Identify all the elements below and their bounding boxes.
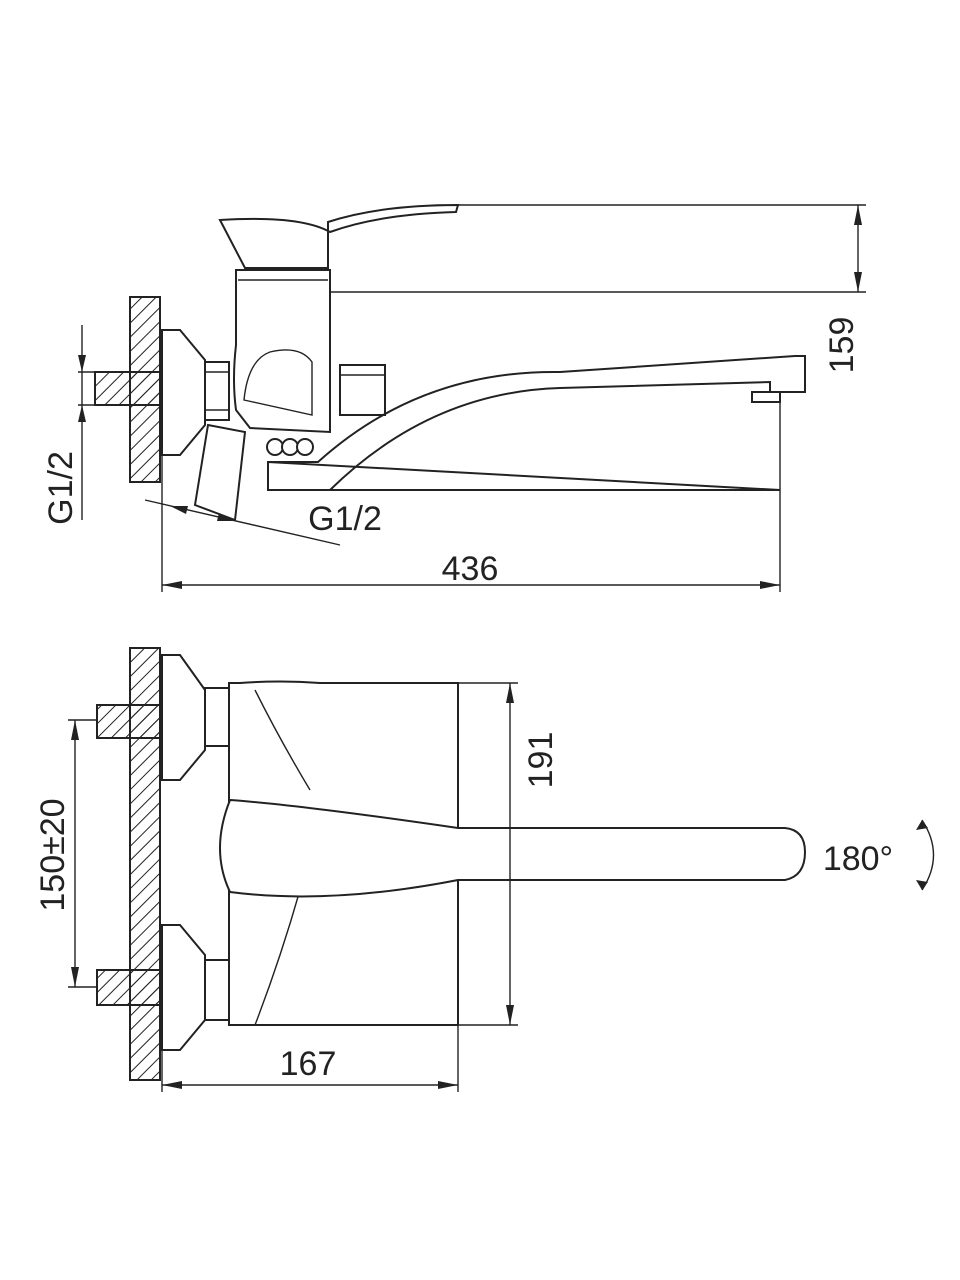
center-distance-dimension: 150±20 [34,798,72,911]
height-dimension: 159 [823,317,861,374]
upper-nut [204,687,230,747]
lower-inlet-pipe [96,969,161,1006]
lower-escutcheon [161,924,206,1051]
aerator [751,391,781,403]
lever-handle [219,798,807,898]
spout [267,355,806,491]
side-view: 159 436 G1/2 G1/2 [42,203,866,592]
diverter-knob [339,364,386,416]
rotation-label: 180° [823,840,893,878]
lever-handle [218,203,460,269]
handle-cutout [243,349,313,416]
upper-escutcheon [161,654,206,781]
faucet-body [233,269,331,434]
outlet-thread-label: G1/2 [308,500,382,538]
length-dimension: 436 [442,550,499,588]
rotation-arrow-icon [921,819,935,891]
depth-dimension: 167 [280,1045,337,1083]
nut [204,361,230,421]
lower-nut [204,959,230,1021]
top-view: 191 180° 150±20 167 [34,647,935,1092]
outlet-connector [193,423,247,522]
body-height-dimension: 191 [522,732,560,789]
inlet-pipe [94,371,161,406]
escutcheon [161,329,206,456]
upper-inlet-pipe [96,704,161,739]
inlet-thread-label: G1/2 [42,451,80,525]
